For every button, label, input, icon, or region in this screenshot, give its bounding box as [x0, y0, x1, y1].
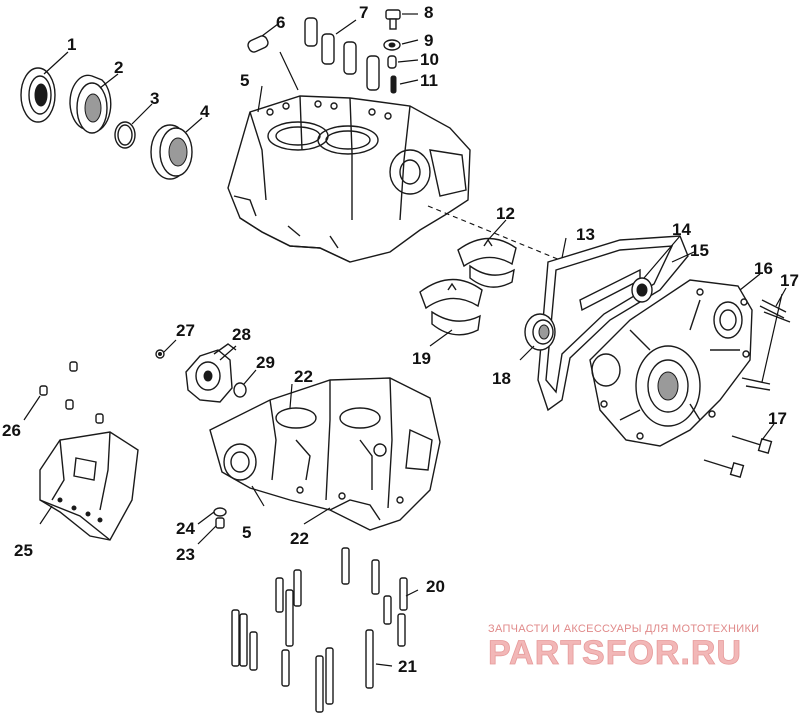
callout-19: 19 [412, 349, 431, 368]
part-21-bolts [231, 589, 374, 713]
callout-24: 24 [176, 519, 195, 538]
part-3-snap-ring [114, 121, 136, 149]
callout-25: 25 [14, 541, 33, 560]
part-24-washer [213, 507, 227, 517]
part-14-seal [631, 277, 653, 303]
callout-22-lower: 22 [290, 529, 309, 548]
part-6-dowel [247, 35, 269, 53]
part-11-pin [390, 75, 397, 94]
callout-5-lower: 5 [242, 523, 251, 542]
part-16-side-cover [589, 279, 753, 447]
part-2-bearing [69, 74, 112, 134]
callout-21: 21 [398, 657, 417, 676]
callout-28: 28 [232, 325, 251, 344]
part-28-oil-pump [185, 343, 237, 403]
callout-26: 26 [2, 421, 21, 440]
callout-11: 11 [420, 71, 438, 90]
callout-20: 20 [426, 577, 445, 596]
callout-13: 13 [576, 225, 595, 244]
part-17-bolts [703, 435, 773, 479]
callout-4: 4 [200, 102, 210, 121]
watermark: ЗАПЧАСТИ И АКСЕССУАРЫ ДЛЯ МОТОТЕХНИКИ PA… [488, 623, 759, 672]
part-29-o-ring [233, 382, 247, 398]
part-9-washer [383, 39, 401, 51]
part-5-lower-crankcase [209, 377, 441, 531]
part-1-oil-seal [20, 67, 56, 123]
part-7-hollow-dowels [304, 17, 380, 91]
callout-3: 3 [150, 89, 159, 108]
part-23-pin [215, 517, 225, 529]
callout-27: 27 [176, 321, 195, 340]
callout-18: 18 [492, 369, 511, 388]
callout-17-upper: 17 [780, 271, 799, 290]
callout-10: 10 [420, 50, 439, 69]
callout-12: 12 [496, 204, 515, 223]
callout-29: 29 [256, 353, 275, 372]
callout-14: 14 [672, 220, 691, 239]
alignment-line [427, 205, 561, 261]
part-27-plug [155, 349, 165, 359]
part-5-upper-crankcase [227, 95, 471, 263]
callout-7: 7 [359, 3, 368, 22]
callout-5-upper: 5 [240, 71, 249, 90]
part-8-bolt [385, 9, 401, 30]
part-25-oil-baffle [39, 431, 139, 541]
watermark-caption: ЗАПЧАСТИ И АКСЕССУАРЫ ДЛЯ МОТОТЕХНИКИ [488, 623, 759, 635]
callout-labels: 1 2 3 4 5 6 7 8 9 10 11 12 13 14 15 16 1… [2, 3, 799, 676]
callout-17-lower: 17 [768, 409, 787, 428]
callout-9: 9 [424, 31, 433, 50]
part-20-bolts [275, 547, 408, 647]
callout-15: 15 [690, 241, 709, 260]
part-10-pin [387, 55, 397, 69]
callout-23: 23 [176, 545, 195, 564]
part-18-oil-seal [524, 313, 556, 351]
part-12-bearing-shell [457, 237, 517, 288]
watermark-logo: PARTSFOR.RU [488, 634, 742, 672]
part-19-bearing-shell [419, 278, 483, 336]
callout-2: 2 [114, 58, 123, 77]
callout-8: 8 [424, 3, 433, 22]
part-26-bolts [39, 361, 104, 424]
leader-lines [23, 13, 787, 667]
callout-1: 1 [67, 35, 76, 54]
callout-16: 16 [754, 259, 773, 278]
part-4-bearing [150, 124, 193, 180]
callout-6: 6 [276, 13, 285, 32]
callout-22-upper: 22 [294, 367, 313, 386]
